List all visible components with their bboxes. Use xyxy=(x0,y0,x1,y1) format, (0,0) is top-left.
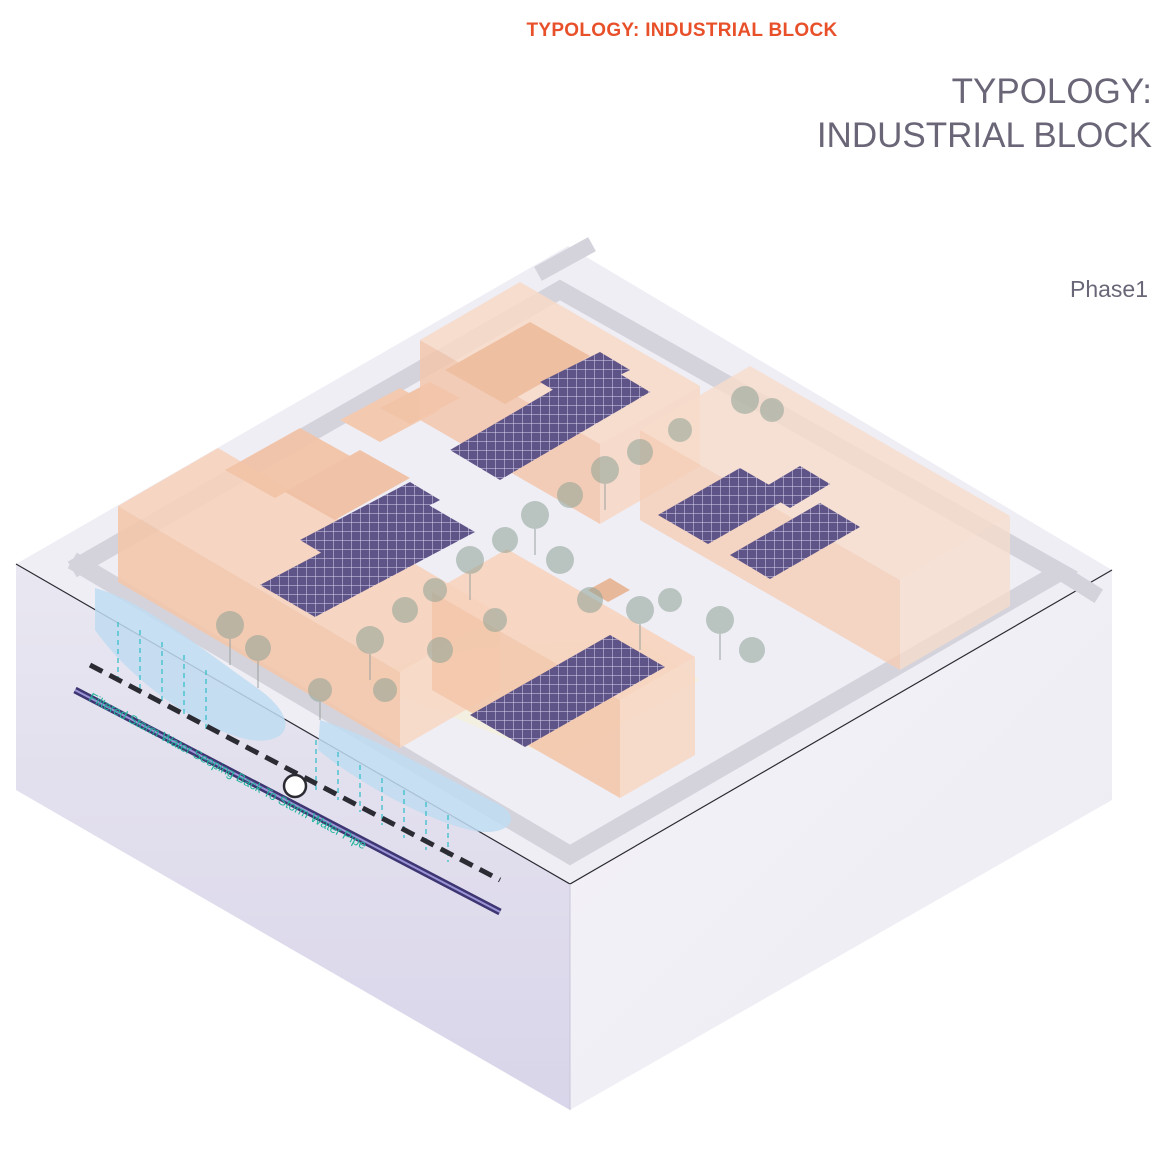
header-title: TYPOLOGY: INDUSTRIAL BLOCK xyxy=(526,20,838,41)
solar-array-west-2 xyxy=(300,482,440,558)
solar-array-west xyxy=(260,500,475,617)
solar-array-north xyxy=(450,362,650,480)
solar-array-south xyxy=(470,635,665,747)
road-north-stub xyxy=(534,237,596,281)
manhole-junction xyxy=(282,773,308,799)
bioswale-west xyxy=(95,588,286,741)
page-title: TYPOLOGY: INDUSTRIAL BLOCK xyxy=(817,70,1152,158)
tree-groves xyxy=(216,386,784,720)
road-east-stub xyxy=(1048,560,1104,604)
page-title-line-1: TYPOLOGY: xyxy=(951,72,1152,111)
phase-label: Phase1 xyxy=(1069,276,1148,302)
solar-array-east-1 xyxy=(658,468,790,544)
block-right-face xyxy=(570,570,1112,1110)
solar-array-east-3 xyxy=(760,466,830,508)
perforated-pipe xyxy=(88,662,502,883)
solar-array-east-2 xyxy=(730,503,860,579)
solar-arrays xyxy=(260,352,860,747)
solar-array-north-2 xyxy=(540,352,630,400)
bioswale-south xyxy=(318,720,512,832)
page-title-line-2: INDUSTRIAL BLOCK xyxy=(816,116,1152,155)
